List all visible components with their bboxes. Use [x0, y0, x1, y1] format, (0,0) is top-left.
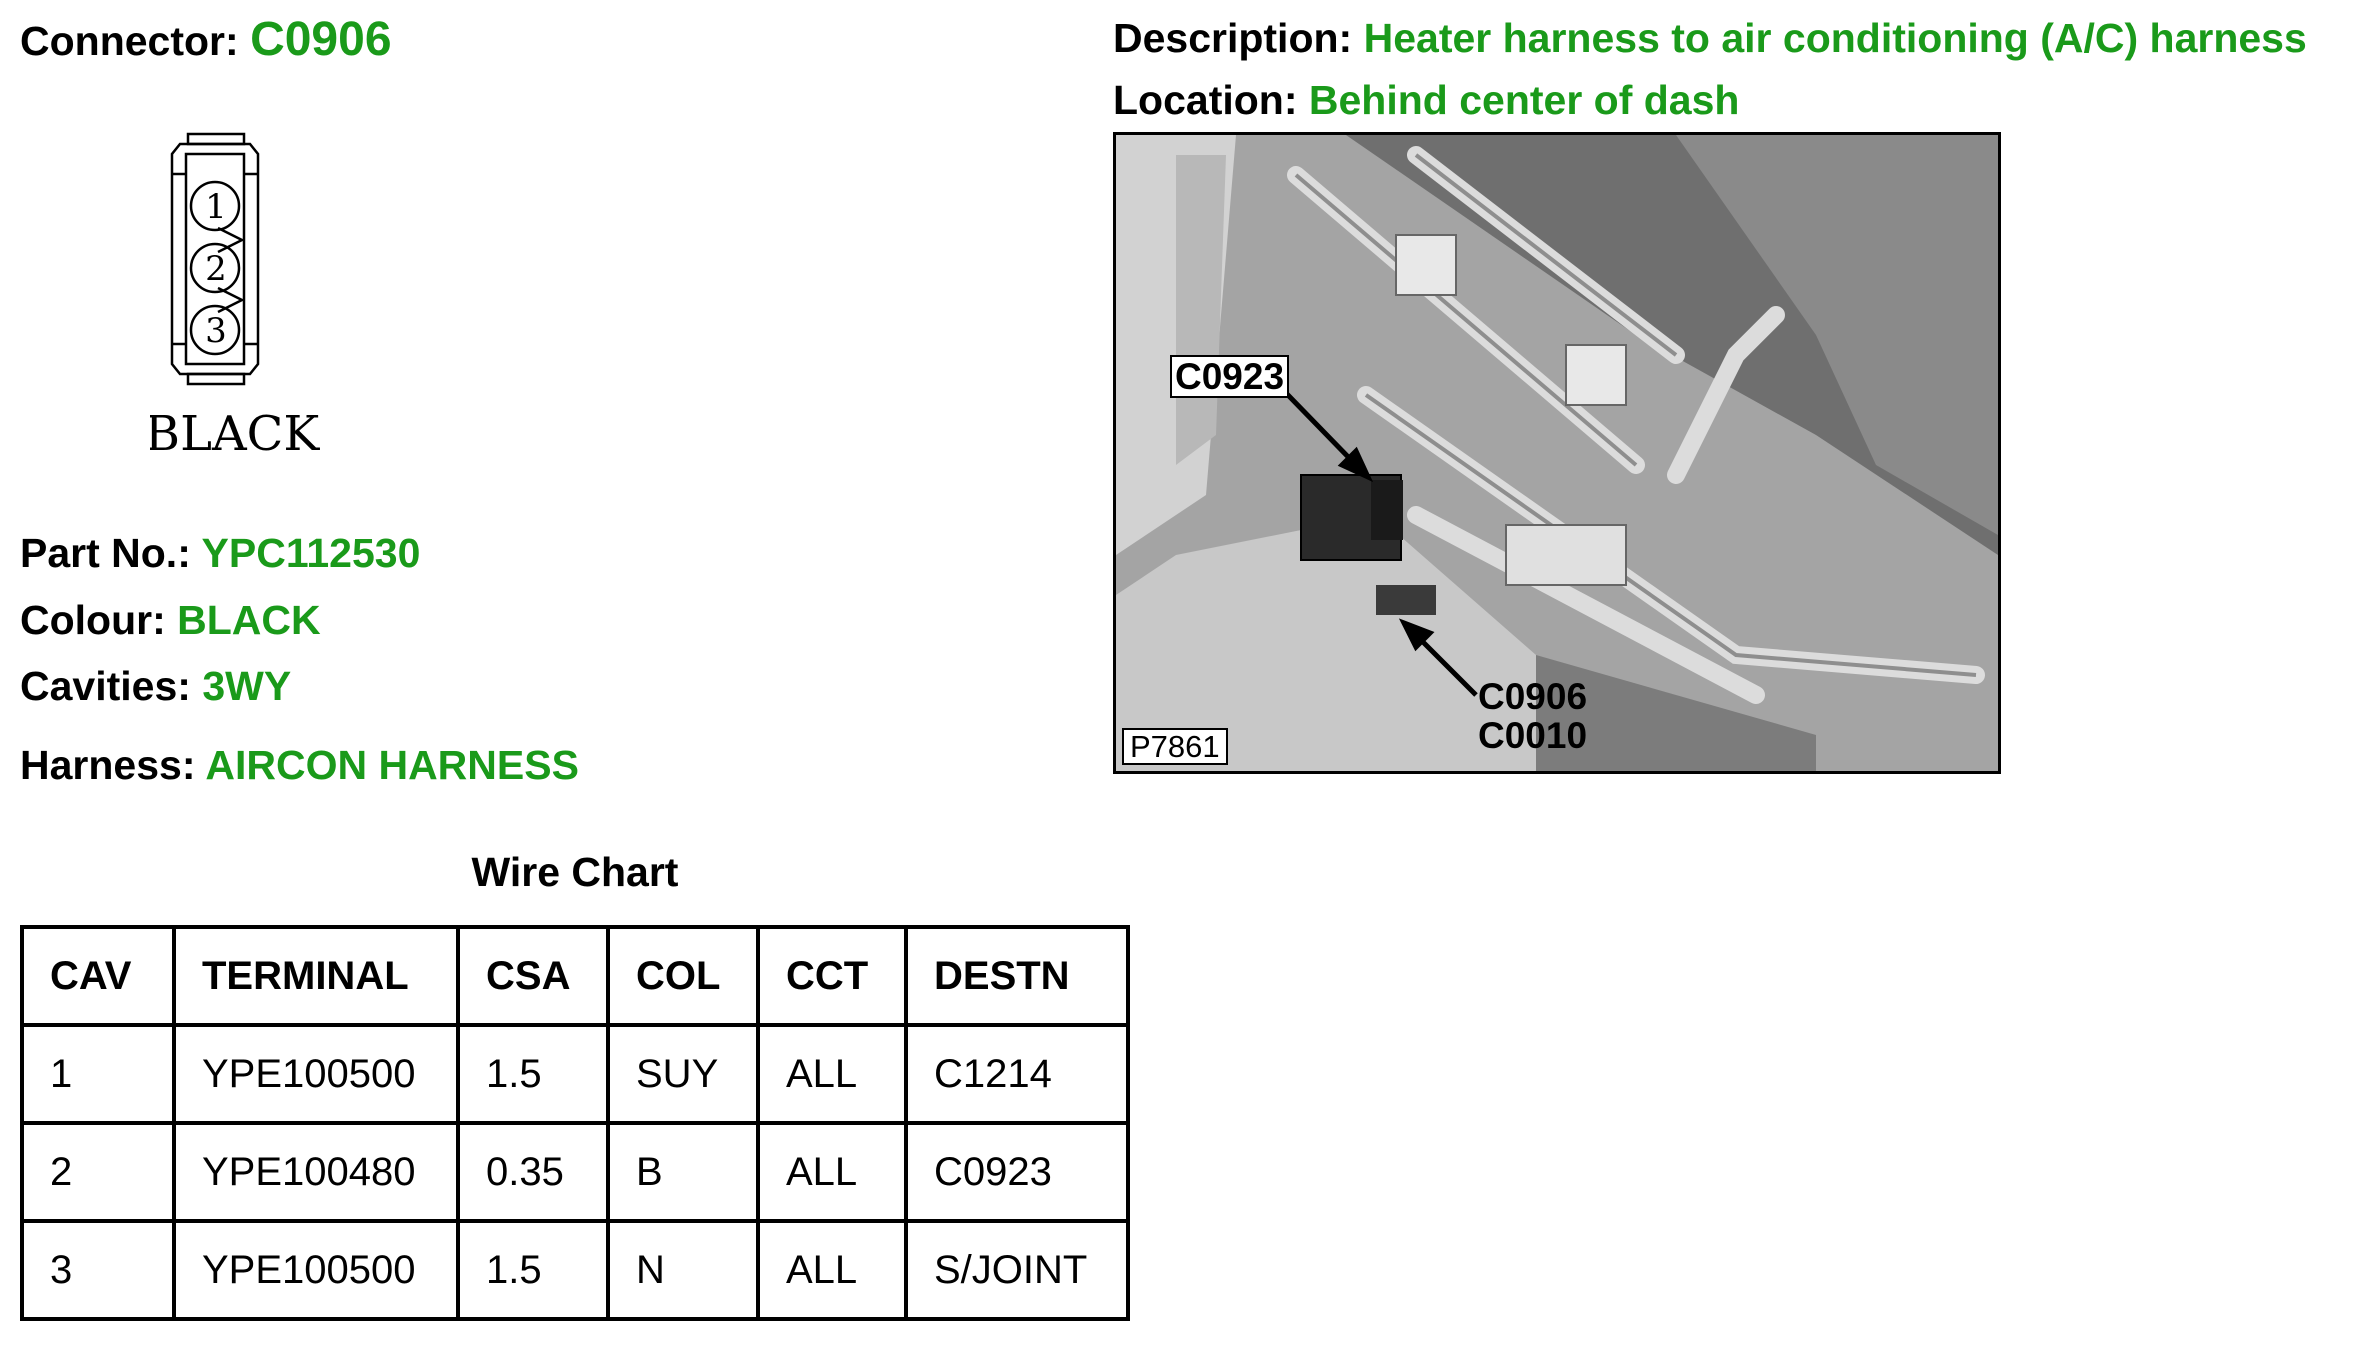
cell-col: N	[606, 1219, 760, 1321]
cavity-circle-2	[189, 242, 241, 294]
cavity-number-1: 1	[205, 187, 227, 227]
connector-field: Connector: C0906	[20, 16, 392, 64]
header-destn: DESTN	[904, 925, 1130, 1027]
table-row: 1 YPE100500 1.5 SUY ALL C1214	[20, 1023, 1130, 1125]
connector-location-photo: C0923 C0906 C0010 P7861	[1113, 132, 2001, 774]
cell-csa: 1.5	[456, 1219, 610, 1321]
cavity-circle-3	[189, 304, 241, 356]
wire-chart-table: CAV TERMINAL CSA COL CCT DESTN 1 YPE1005…	[20, 925, 1130, 1321]
cavities-field: Cavities: 3WY	[20, 666, 291, 707]
wire-chart-title: Wire Chart	[471, 849, 679, 895]
harness-value: AIRCON HARNESS	[205, 742, 579, 788]
cell-col: SUY	[606, 1023, 760, 1125]
cell-cav: 1	[20, 1023, 176, 1125]
colour-field: Colour: BLACK	[20, 600, 321, 641]
connector-colour-label: BLACK	[150, 406, 320, 462]
table-row: 3 YPE100500 1.5 N ALL S/JOINT	[20, 1219, 1130, 1321]
callout-c0010: C0010	[1478, 714, 1588, 756]
cell-terminal: YPE100480	[172, 1121, 460, 1223]
cell-csa: 0.35	[456, 1121, 610, 1223]
cell-terminal: YPE100500	[172, 1023, 460, 1125]
cavity-number-3: 3	[205, 311, 227, 351]
part-no-label: Part No.:	[20, 530, 191, 576]
header-col: COL	[606, 925, 760, 1027]
header-terminal: TERMINAL	[172, 925, 460, 1027]
cavities-value: 3WY	[202, 663, 292, 709]
callout-c0923: C0923	[1170, 355, 1290, 398]
header-cav: CAV	[20, 925, 176, 1027]
location-field: Location: Behind center of dash	[1113, 80, 1739, 121]
cell-cct: ALL	[756, 1219, 908, 1321]
colour-label: Colour:	[20, 597, 166, 643]
cavity-circle-1	[189, 180, 241, 232]
part-no-value: YPC112530	[201, 530, 421, 576]
cavity-number-2: 2	[205, 249, 227, 289]
cell-cav: 2	[20, 1121, 176, 1223]
cell-destn: C1214	[904, 1023, 1130, 1125]
connector-id: C0906	[250, 13, 392, 66]
connector-label: Connector:	[20, 18, 239, 64]
cell-col: B	[606, 1121, 760, 1223]
cell-cav: 3	[20, 1219, 176, 1321]
connector-face-diagram: 1 2 3 BLACK	[150, 132, 320, 462]
cell-cct: ALL	[756, 1023, 908, 1125]
colour-value: BLACK	[177, 597, 321, 643]
header-cct: CCT	[756, 925, 908, 1027]
table-row: 2 YPE100480 0.35 B ALL C0923	[20, 1121, 1130, 1223]
description-value: Heater harness to air conditioning (A/C)…	[1363, 15, 2307, 61]
harness-label: Harness:	[20, 742, 196, 788]
photo-reference-label: P7861	[1122, 728, 1228, 765]
callout-c0906-c0010: C0906 C0010	[1478, 676, 1588, 756]
header-csa: CSA	[456, 925, 610, 1027]
wire-chart-header-row: CAV TERMINAL CSA COL CCT DESTN	[20, 925, 1130, 1027]
description-label: Description:	[1113, 15, 1353, 61]
photo-illustration	[1116, 135, 1998, 771]
cavities-label: Cavities:	[20, 663, 191, 709]
cell-cct: ALL	[756, 1121, 908, 1223]
cell-csa: 1.5	[456, 1023, 610, 1125]
cell-destn: C0923	[904, 1121, 1130, 1223]
cell-terminal: YPE100500	[172, 1219, 460, 1321]
part-no-field: Part No.: YPC112530	[20, 533, 420, 574]
callout-c0906: C0906	[1478, 676, 1588, 717]
harness-field: Harness: AIRCON HARNESS	[20, 745, 579, 786]
location-label: Location:	[1113, 77, 1298, 123]
description-field: Description: Heater harness to air condi…	[1113, 18, 2307, 59]
location-value: Behind center of dash	[1308, 77, 1740, 123]
cell-destn: S/JOINT	[904, 1219, 1130, 1321]
